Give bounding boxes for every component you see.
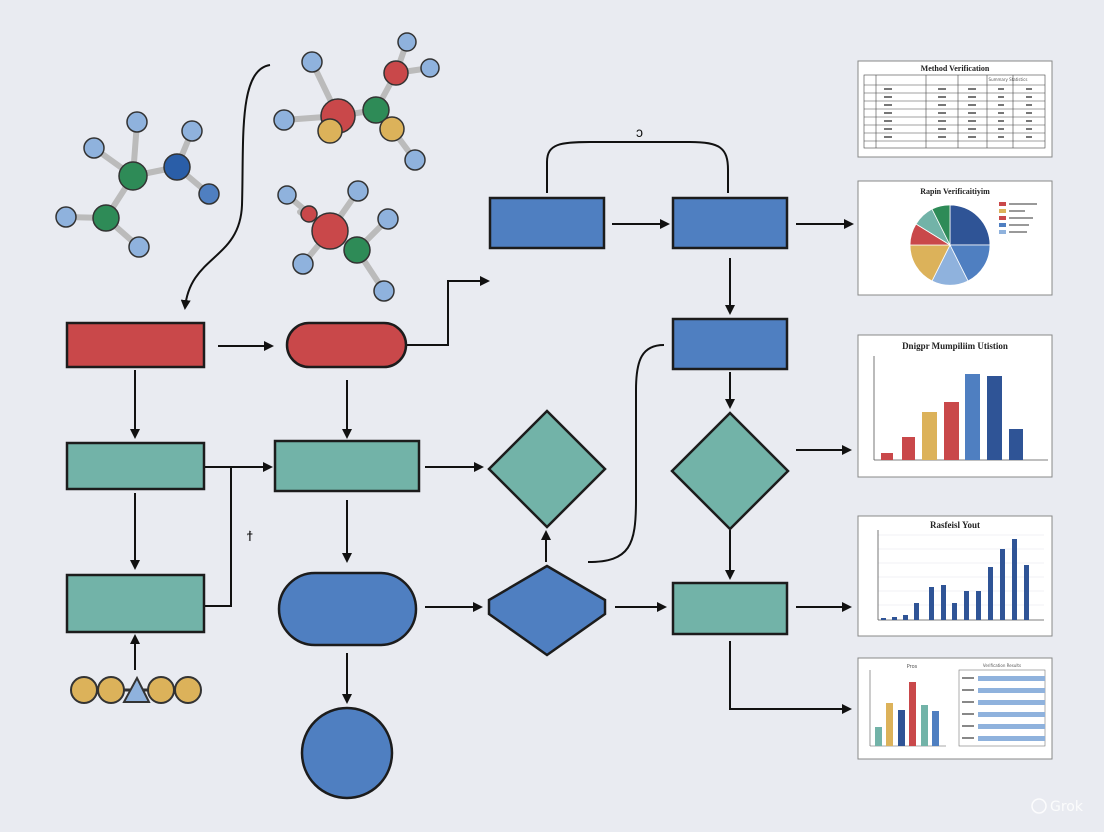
watermark-text: Grok [1050, 799, 1084, 815]
bar-chart-bars [881, 374, 1023, 460]
process-node-output [671, 581, 789, 636]
pie-chart [909, 204, 991, 286]
process-node-top-left [488, 196, 606, 250]
panel-table-title: Method Verification [921, 64, 990, 73]
panel-combo: Pros Verification Results [857, 657, 1053, 760]
process-node-right [671, 317, 789, 371]
process-node-top-right [671, 196, 789, 250]
end-node-circle [300, 706, 394, 800]
stray-mark-side: ϯ [247, 528, 253, 544]
connectors [130, 64, 854, 714]
process-node-start [65, 321, 206, 369]
panel-table: Method Verification Summary Statistics [857, 60, 1053, 158]
decision-node-right [670, 411, 790, 531]
flow-nodes [65, 196, 790, 800]
rounded-process-node [277, 571, 418, 647]
histogram-bars [881, 539, 1029, 620]
panel-bar-title: Dnigpr Mumpiliim Utistion [902, 341, 1008, 351]
combo-bars [875, 682, 939, 746]
pie-legend [999, 202, 1037, 234]
molecule-middle [277, 180, 399, 302]
panel-pie: Rapin Verificaitiyim [857, 180, 1053, 296]
stray-mark-top: ɔ [636, 124, 643, 140]
molecule-top [273, 32, 440, 171]
process-node-left [65, 441, 206, 491]
terminal-node [285, 321, 408, 369]
molecule-bottom-chain [70, 675, 202, 704]
watermark: Grok [1031, 798, 1084, 815]
panel-combo-chart-title: Pros [907, 664, 918, 670]
panel-bar: Dnigpr Mumpiliim Utistion [857, 334, 1053, 478]
panel-histogram-title: Rasfeisl Yout [930, 520, 980, 530]
panel-table-subtitle: Summary Statistics [989, 77, 1028, 82]
panel-histogram: Rasfeisl Yout [857, 515, 1053, 637]
decision-node-lower [487, 564, 607, 657]
process-node-center [273, 439, 421, 493]
decision-node-upper [487, 409, 607, 529]
panel-pie-title: Rapin Verificaitiyim [920, 187, 990, 196]
panel-combo-table-title: Verification Results [983, 663, 1021, 668]
process-node-lower [65, 573, 206, 634]
watermark-icon [1031, 798, 1047, 814]
combo-table [958, 669, 1046, 747]
molecule-left [55, 111, 220, 258]
